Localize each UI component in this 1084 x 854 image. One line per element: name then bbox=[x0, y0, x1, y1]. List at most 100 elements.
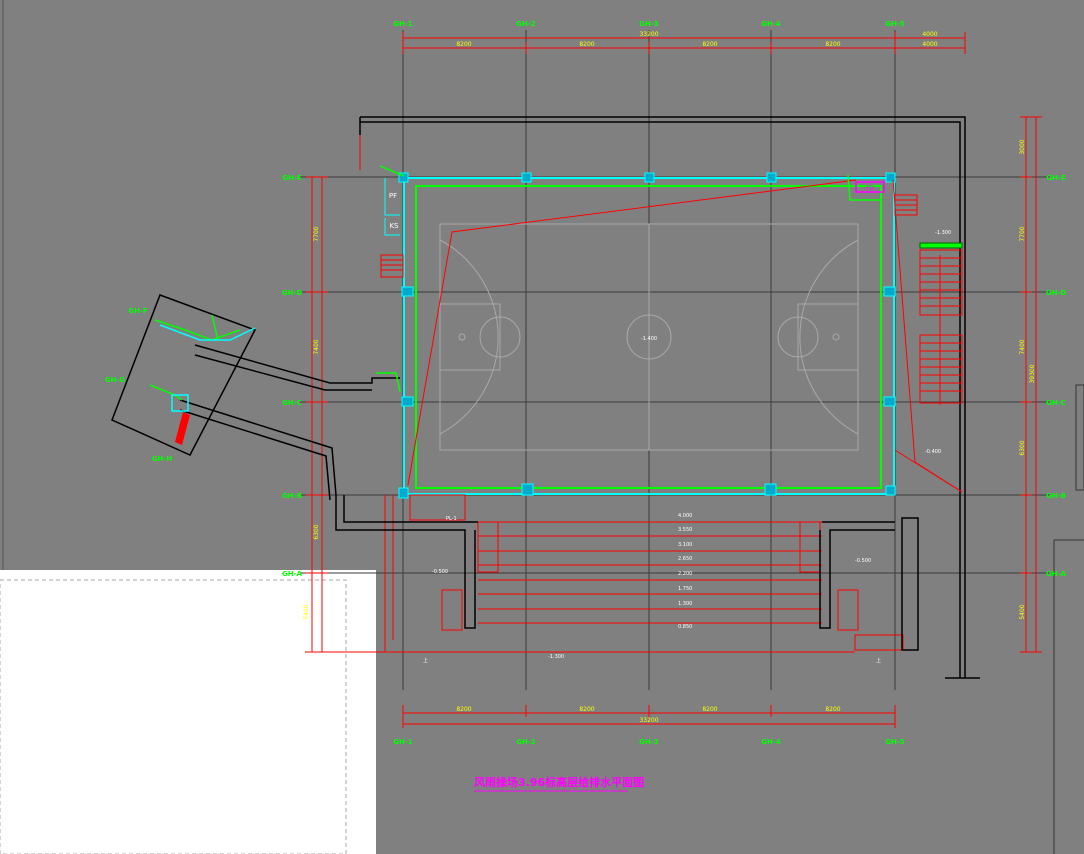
left-dimension-chain bbox=[305, 176, 400, 653]
wing-cyan-pipes bbox=[159, 324, 256, 412]
dim-right-5: 5400 bbox=[1019, 604, 1026, 619]
top-dimension-chain bbox=[402, 32, 966, 54]
bottom-axis-labels: GH-1 GH-2 GH-3 GH-4 GH-5 bbox=[393, 738, 905, 746]
axis-bottom-4: GH-4 bbox=[761, 738, 781, 746]
outer-green-pipes bbox=[376, 165, 405, 393]
dim-bottom-span-4: 8200 bbox=[825, 706, 840, 713]
dim-right-total: 39300 bbox=[1029, 364, 1036, 383]
bleacher-walls bbox=[335, 495, 919, 651]
columns bbox=[398, 172, 896, 499]
right-axis-labels: GH-E GH-D GH-C GH-B GH-A bbox=[1046, 174, 1067, 578]
dim-top-total: 33200 bbox=[639, 31, 658, 38]
stair-note-right: 上 bbox=[876, 657, 881, 664]
stair-note-left: 上 bbox=[423, 657, 428, 664]
green-pipe-top-right bbox=[847, 174, 880, 201]
right-stairs bbox=[894, 194, 963, 405]
axis-right-a: GH-A bbox=[1046, 570, 1067, 578]
axis-top-2: GH-2 bbox=[516, 20, 536, 28]
elev-6: 1.750 bbox=[678, 586, 692, 592]
court-center-note: -1.400 bbox=[641, 336, 657, 342]
elevation-labels: 4.000 3.550 3.100 2.650 2.200 1.750 1.30… bbox=[432, 230, 951, 660]
dim-left-4: 5400 bbox=[303, 604, 310, 619]
frame-right-tab bbox=[1075, 384, 1084, 491]
axis-wing-h: GH-H bbox=[152, 455, 173, 463]
dim-left-3: 6300 bbox=[313, 524, 320, 539]
top-left-stair bbox=[380, 254, 404, 278]
axis-left-c: GH-C bbox=[282, 399, 302, 407]
wing-green-pipes bbox=[149, 314, 241, 401]
axis-bottom-5: GH-5 bbox=[885, 738, 905, 746]
paper-region bbox=[0, 570, 376, 854]
elev-5: 2.200 bbox=[678, 571, 692, 577]
elev-3: 3.100 bbox=[678, 542, 692, 548]
equipment-label: FD bbox=[866, 185, 874, 192]
axis-top-3: GH-3 bbox=[639, 20, 659, 28]
axis-left-d: GH-D bbox=[282, 289, 303, 297]
gym-hall-inner-wall bbox=[415, 185, 882, 489]
room-label-ks: KS bbox=[389, 222, 399, 230]
grid-lines bbox=[300, 30, 1050, 690]
elev-1: 4.000 bbox=[678, 513, 692, 519]
elev-2: 3.550 bbox=[678, 527, 692, 533]
elev-4: 2.650 bbox=[678, 556, 692, 562]
axis-right-e: GH-E bbox=[1046, 174, 1066, 182]
left-dimension-labels: 7700 7400 6300 5400 bbox=[303, 226, 320, 619]
top-axis-labels: GH-1 GH-2 GH-3 GH-4 GH-5 bbox=[393, 20, 905, 28]
axis-right-c: GH-C bbox=[1046, 399, 1066, 407]
dim-top-extra-2: 4000 bbox=[922, 41, 937, 48]
elev-9: -1.300 bbox=[548, 654, 564, 660]
right-dimension-labels: 3000 7700 7400 6300 5400 39300 bbox=[1019, 139, 1036, 619]
angled-corridor bbox=[179, 344, 400, 501]
equipment-box bbox=[855, 181, 885, 193]
building-walls bbox=[359, 116, 980, 679]
room-label-pf: PF bbox=[389, 192, 397, 200]
axis-wing-g: GH-G bbox=[105, 376, 126, 384]
axis-right-d: GH-D bbox=[1046, 289, 1067, 297]
dim-bottom-total: 33200 bbox=[639, 717, 658, 724]
dim-right-1: 3000 bbox=[1019, 139, 1026, 154]
elev-8: 0.850 bbox=[678, 624, 692, 630]
axis-top-4: GH-4 bbox=[761, 20, 781, 28]
dim-top-extra-1: 4000 bbox=[922, 31, 937, 38]
axis-top-1: GH-1 bbox=[393, 20, 413, 28]
elev-11: -0.500 bbox=[855, 558, 871, 564]
dim-bottom-span-1: 8200 bbox=[456, 706, 471, 713]
axis-wing-f: GH-F bbox=[128, 307, 148, 315]
dim-top-span-3: 8200 bbox=[702, 41, 717, 48]
elev-13: -1.300 bbox=[935, 230, 951, 236]
angled-wing-building bbox=[111, 294, 257, 456]
axis-left-e: GH-E bbox=[282, 174, 302, 182]
dim-left-2: 7400 bbox=[313, 339, 320, 354]
elev-10: -0.400 bbox=[925, 449, 941, 455]
dim-right-3: 7400 bbox=[1019, 339, 1026, 354]
pipe-shaft-label: PL-1 bbox=[446, 516, 457, 522]
drawing-title: 风雨操场3.96标高层给排水平面图 bbox=[474, 775, 644, 789]
dim-top-span-4: 8200 bbox=[825, 41, 840, 48]
right-dimension-chain bbox=[1020, 116, 1042, 653]
dim-right-2: 7700 bbox=[1019, 226, 1026, 241]
dim-top-span-1: 8200 bbox=[456, 41, 471, 48]
dim-bottom-span-3: 8200 bbox=[702, 706, 717, 713]
top-dimension-labels: 33200 4000 8200 8200 8200 8200 4000 bbox=[456, 31, 937, 48]
dim-top-span-2: 8200 bbox=[579, 41, 594, 48]
drainage-pipes bbox=[407, 179, 963, 493]
basketball-court bbox=[439, 223, 859, 451]
axis-left-a: GH-A bbox=[282, 570, 303, 578]
green-drain-strip bbox=[919, 242, 963, 249]
bleacher-steps bbox=[384, 494, 904, 653]
elev-7: 1.300 bbox=[678, 601, 692, 607]
axis-top-5: GH-5 bbox=[885, 20, 905, 28]
axis-bottom-2: GH-2 bbox=[516, 738, 536, 746]
bottom-dimension-chain bbox=[402, 705, 896, 728]
axis-left-b: GH-B bbox=[282, 492, 302, 500]
dim-left-1: 7700 bbox=[313, 226, 320, 241]
wing-red-element bbox=[175, 412, 190, 445]
bottom-dimension-labels: 8200 8200 8200 8200 33200 bbox=[456, 706, 840, 724]
dim-bottom-span-2: 8200 bbox=[579, 706, 594, 713]
elev-12: -0.500 bbox=[432, 569, 448, 575]
axis-bottom-1: GH-1 bbox=[393, 738, 413, 746]
axis-bottom-3: GH-3 bbox=[639, 738, 659, 746]
wing-axis-labels: GH-F GH-G GH-H bbox=[105, 307, 172, 463]
dim-right-4: 6300 bbox=[1019, 440, 1026, 455]
